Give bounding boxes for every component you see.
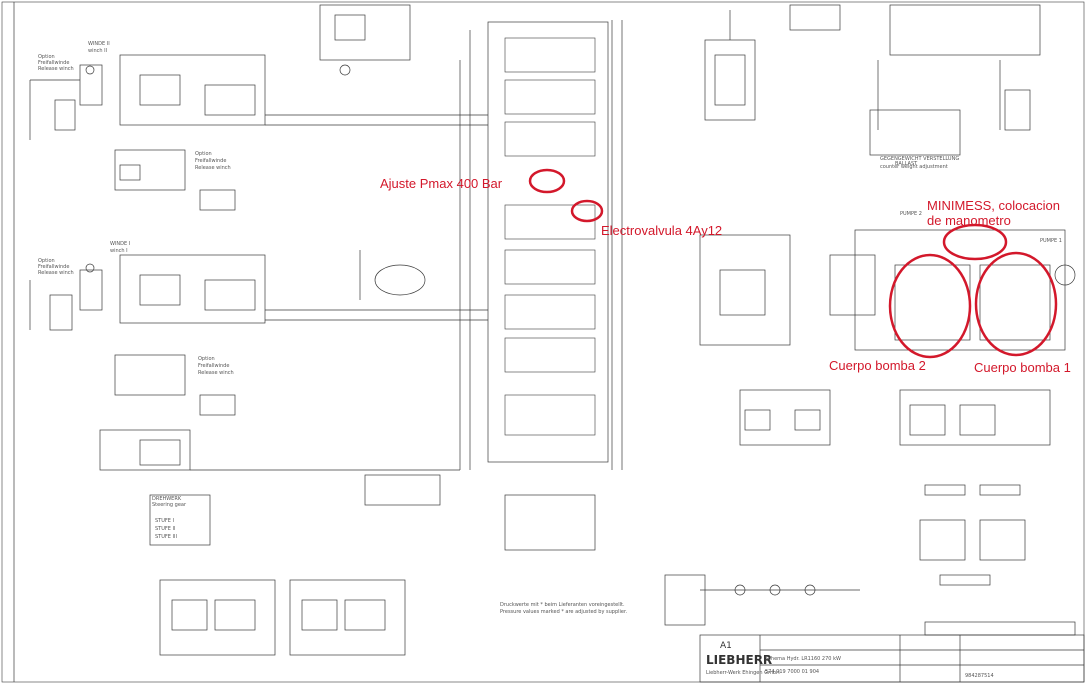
option-label-3: Option xyxy=(38,258,55,264)
druckwerte-de: Druckwerte mit * beim Lieferanten vorein… xyxy=(500,602,625,608)
release-label-3: Release winch xyxy=(38,270,74,276)
druckwerte-en: Pressure values marked * are adjusted by… xyxy=(500,609,628,615)
winch1-sub: winch I xyxy=(110,248,128,254)
stufe1-label: STUFE I xyxy=(155,518,174,524)
release-label-4: Release winch xyxy=(198,370,234,376)
winch1-title: WINDE I xyxy=(110,241,130,247)
option-label-2: Option xyxy=(195,151,212,157)
annotation-pump-body-1: Cuerpo bomba 1 xyxy=(974,360,1071,375)
pumpe2-label: PUMPE 2 xyxy=(900,211,922,217)
stufe2-label: STUFE II xyxy=(155,526,175,532)
drehwerk-label: DREHWERK xyxy=(152,496,182,502)
steering-label: Steering gear xyxy=(152,502,187,508)
highlight-pmax-adjust xyxy=(528,168,566,194)
highlight-electrovalve xyxy=(570,199,604,223)
freifall-label-2: Freifallwinde xyxy=(195,158,226,164)
drawing-number: 574 019 7000 01 904 xyxy=(765,669,819,675)
freifall-label-3: Freifallwinde xyxy=(38,264,69,270)
sheet-number: 984287514 xyxy=(965,673,994,679)
company-name: Liebherr-Werk Ehingen GmbH xyxy=(706,670,780,676)
liebherr-logo: LIEBHERR xyxy=(706,653,772,667)
annotation-pump-body-2: Cuerpo bomba 2 xyxy=(829,358,926,373)
release-label-2: Release winch xyxy=(195,165,231,171)
title-a1: A1 xyxy=(720,641,732,651)
winch2-sub: winch II xyxy=(88,48,107,54)
highlight-pump-body-2 xyxy=(888,253,972,359)
freifall-label-4: Freifallwinde xyxy=(198,363,229,369)
highlight-pump-body-1 xyxy=(974,251,1058,357)
stufe3-label: STUFE III xyxy=(155,534,177,540)
pumpe1-label: PUMPE 1 xyxy=(1040,238,1062,244)
annotation-minimess-line1: MINIMESS, colocacion xyxy=(927,198,1060,213)
schema-title: Schema Hydr. LR1160 270 kW xyxy=(765,656,841,662)
release-label-1: Release winch xyxy=(38,66,74,72)
freifall-label-1: Freifallwinde xyxy=(38,60,69,66)
annotation-pmax-adjust: Ajuste Pmax 400 Bar xyxy=(380,176,503,191)
annotation-minimess-line2: de manometro xyxy=(927,213,1011,228)
highlight-minimess xyxy=(942,223,1008,261)
gegengewicht-label: GEGENGEWICHT VERSTELLUNG xyxy=(880,156,959,162)
ballast-label: BALLAST xyxy=(895,161,918,167)
option-label-1: Option xyxy=(38,54,55,60)
winch2-title: WINDE II xyxy=(88,41,110,47)
annotation-electrovalve: Electrovalvula 4Ay12 xyxy=(601,223,723,238)
option-label-4: Option xyxy=(198,356,215,362)
counterweight-label: counter weight adjustment xyxy=(880,164,948,170)
